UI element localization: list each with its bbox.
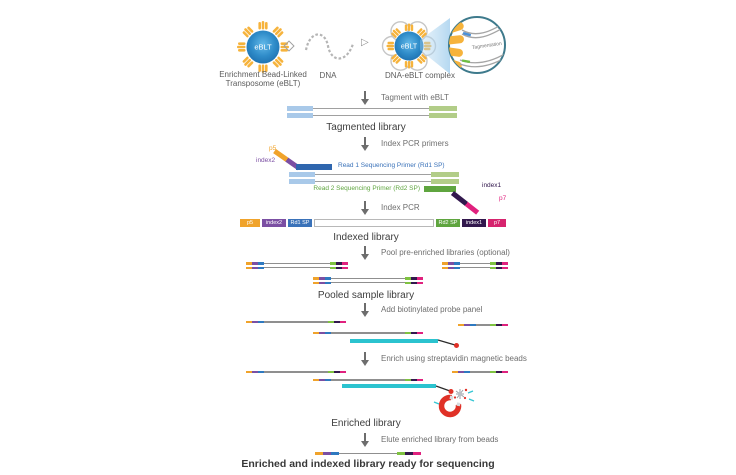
- step-label: Enrich using streptavidin magnetic beads: [381, 354, 527, 363]
- step-arrow-icon: [359, 246, 371, 260]
- rd2-sp-primer-bar: [424, 186, 456, 192]
- biotin-dot: [448, 389, 454, 394]
- step-label: Tagment with eBLT: [381, 93, 449, 102]
- biotin-linker: [437, 339, 459, 348]
- library-fragment: [313, 277, 423, 284]
- library-fragment: [458, 324, 508, 327]
- indexed-bar-segment: Rd2 SP: [436, 219, 460, 227]
- index1-label: index1: [482, 182, 502, 189]
- tagmentation-label: Tagmentation: [472, 41, 503, 51]
- magnetic-bead-cluster: [433, 385, 475, 418]
- index2-label: index2: [256, 157, 276, 164]
- rd1-sp-primer-bar: [296, 164, 332, 170]
- library-fragment: [452, 371, 508, 374]
- indexed-bar-segment: Rd1 SP: [288, 219, 312, 227]
- indexed-bar-segment: p7: [488, 219, 506, 227]
- tagmented-library-strand: [287, 113, 457, 118]
- dna-eblt-complex: eBLT: [381, 21, 437, 71]
- rd1-sp-text: Read 1 Sequencing Primer (Rd1 SP): [338, 162, 445, 169]
- p5-label: p5: [269, 145, 277, 152]
- library-fragment: [246, 371, 346, 374]
- stage-label-pooled: Pooled sample library: [317, 290, 415, 301]
- library-fragment: [246, 262, 348, 269]
- arrow-right-icon: ▷: [361, 37, 369, 48]
- library-fragment: [313, 379, 423, 382]
- step-arrow-icon: [359, 201, 371, 215]
- library-fragment: [315, 452, 421, 455]
- dna-caption: DNA: [319, 71, 337, 80]
- indexed-bar-segment: index1: [462, 219, 486, 227]
- step-label: Pool pre-enriched libraries (optional): [381, 248, 510, 257]
- primer-library-strand: [289, 172, 459, 177]
- zoom-cone: [420, 18, 450, 74]
- magnetism-sparkles-icon: [433, 390, 475, 405]
- dna-squiggle-icon: [304, 33, 355, 60]
- eblt-bead: eBLT: [237, 21, 289, 73]
- probe-bar: [342, 384, 436, 388]
- step-label: Elute enriched library from beads: [381, 435, 499, 444]
- tagmentation-zoom-circle: Tagmentation: [448, 16, 506, 74]
- rd2-sp-text: Read 2 Sequencing Primer (Rd2 SP): [313, 185, 420, 192]
- step-label: Add biotinylated probe panel: [381, 305, 483, 314]
- step-arrow-icon: [359, 137, 371, 151]
- stage-label-enriched: Enriched library: [331, 418, 401, 429]
- p7-label: p7: [499, 195, 507, 202]
- library-fragment: [246, 321, 346, 324]
- primer-library-strand: [289, 179, 459, 184]
- indexed-bar-segment: p5: [240, 219, 260, 227]
- stage-label-tagmented: Tagmented library: [326, 122, 406, 133]
- indexed-bar-segment: index2: [262, 219, 286, 227]
- step-arrow-icon: [359, 433, 371, 447]
- library-fragment: [442, 262, 508, 269]
- step-arrow-icon: [359, 352, 371, 366]
- library-fragment: [313, 332, 423, 335]
- step-label: Index PCR: [381, 203, 420, 212]
- indexed-bar-segment: [314, 219, 434, 227]
- probe-bar: [350, 339, 438, 343]
- index1-p7-primer-arm: [450, 191, 480, 215]
- stage-label-indexed: Indexed library: [333, 232, 399, 243]
- eblt-bead-label: eBLT: [254, 43, 272, 52]
- complex-caption: DNA-eBLT complex: [385, 71, 455, 80]
- biotin-dot: [454, 343, 459, 348]
- magnet-icon: [438, 394, 462, 418]
- step-label: Index PCR primers: [381, 139, 449, 148]
- complex-bead-label: eBLT: [401, 44, 418, 51]
- tagmented-library-strand: [287, 106, 457, 111]
- stage-label-final: Enriched and indexed library ready for s…: [241, 458, 495, 470]
- step-arrow-icon: [359, 303, 371, 317]
- step-arrow-icon: [359, 91, 371, 105]
